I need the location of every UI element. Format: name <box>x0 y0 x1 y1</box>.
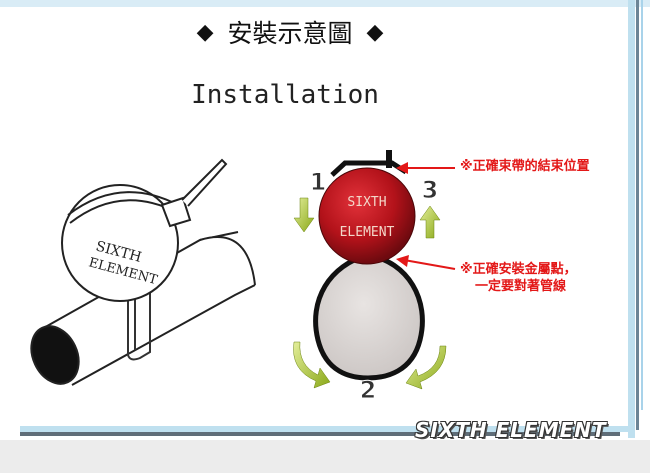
green-curve-arrow-left-icon <box>293 341 331 389</box>
zip-tie-sketch <box>160 158 228 228</box>
pipe-drawing <box>39 231 256 386</box>
right-frame-bar-thin <box>641 0 643 410</box>
top-frame-strip <box>0 0 650 7</box>
cable-loop <box>313 252 425 381</box>
brand-logo-text: SIXTH ELEMENT <box>415 418 607 442</box>
page-title: 安裝示意圖 <box>227 19 353 48</box>
green-arrow-down-icon <box>293 197 315 233</box>
bottom-frame-bar <box>20 426 630 432</box>
right-frame-bar-dark <box>636 0 639 430</box>
pipe-opening <box>30 325 80 385</box>
step-2-number: 2 <box>360 376 377 404</box>
page-header: ◆ 安裝示意圖 ◆ <box>0 12 580 52</box>
callout-arrow-middle <box>396 255 456 270</box>
callout-wire-line1: ※正確安裝金屬點， <box>460 262 577 277</box>
bottom-frame-bar-dark <box>20 432 620 436</box>
right-frame-bar <box>628 0 635 438</box>
bottom-frame-area <box>0 440 650 473</box>
ball-label-2: ELEMENT <box>340 225 395 240</box>
green-curve-arrow-right-icon <box>405 345 447 390</box>
green-arrow-up-icon <box>419 205 441 239</box>
diamond-icon: ◆ <box>196 19 214 45</box>
sensor-ball-sketch <box>61 184 179 302</box>
step-1-number: 1 <box>310 168 327 196</box>
callout-arrow-top <box>396 162 455 174</box>
callout-wire-line2: 一定要對著管線 <box>475 279 567 294</box>
page-subtitle: Installation <box>191 80 379 110</box>
callout-tie-position: ※正確束帶的結束位置 <box>460 159 590 174</box>
sensor-ball <box>318 167 416 265</box>
step-3-number: 3 <box>422 176 439 204</box>
diamond-icon: ◆ <box>366 19 384 45</box>
ball-label-1: SIXTH <box>347 195 386 210</box>
tie-tail <box>386 150 392 168</box>
